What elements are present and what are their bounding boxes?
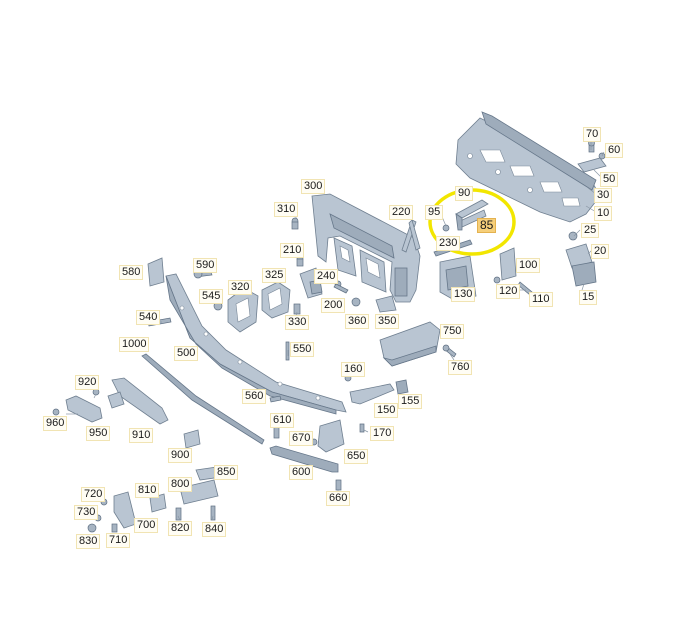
left-lower-parts <box>52 377 201 449</box>
label-30: 30 <box>594 188 613 203</box>
label-170: 170 <box>370 426 395 441</box>
label-920: 920 <box>75 375 100 390</box>
label-830: 830 <box>76 534 101 549</box>
label-545: 545 <box>199 289 224 304</box>
label-960: 960 <box>43 416 68 431</box>
absorber-750 <box>379 321 457 367</box>
bracket-85 <box>442 186 489 232</box>
label-320: 320 <box>228 280 253 295</box>
label-820: 820 <box>168 521 193 536</box>
label-325: 325 <box>262 268 287 283</box>
label-85: 85 <box>477 218 497 233</box>
label-610: 610 <box>270 413 295 428</box>
label-1000: 1000 <box>119 337 150 352</box>
label-760: 760 <box>448 360 473 375</box>
label-310: 310 <box>274 202 299 217</box>
label-540: 540 <box>136 310 161 325</box>
label-500: 500 <box>174 346 199 361</box>
label-670: 670 <box>289 431 314 446</box>
label-650: 650 <box>344 449 369 464</box>
bumper-carrier-500 <box>165 273 347 415</box>
label-160: 160 <box>341 362 366 377</box>
label-810: 810 <box>135 483 160 498</box>
radiator-support-frame <box>291 193 421 303</box>
label-210: 210 <box>280 243 305 258</box>
label-660: 660 <box>326 491 351 506</box>
label-850: 850 <box>214 465 239 480</box>
label-330: 330 <box>285 315 310 330</box>
label-10: 10 <box>594 206 613 221</box>
label-350: 350 <box>375 314 400 329</box>
label-230: 230 <box>436 236 461 251</box>
label-560: 560 <box>242 389 267 404</box>
center-lower-brackets <box>344 374 409 433</box>
label-840: 840 <box>202 522 227 537</box>
label-90: 90 <box>455 186 474 201</box>
label-900: 900 <box>168 448 193 463</box>
label-800: 800 <box>168 477 193 492</box>
label-300: 300 <box>301 179 326 194</box>
label-730: 730 <box>74 505 99 520</box>
label-360: 360 <box>345 314 370 329</box>
label-600: 600 <box>289 465 314 480</box>
label-95: 95 <box>425 205 444 220</box>
label-60: 60 <box>605 143 624 158</box>
label-150: 150 <box>374 403 399 418</box>
label-950: 950 <box>86 426 111 441</box>
label-240: 240 <box>314 269 339 284</box>
label-200: 200 <box>321 298 346 313</box>
label-590: 590 <box>193 258 218 273</box>
label-750: 750 <box>440 324 465 339</box>
label-110: 110 <box>529 292 553 307</box>
label-700: 700 <box>134 518 159 533</box>
label-550: 550 <box>290 342 315 357</box>
label-910: 910 <box>129 428 154 443</box>
label-155: 155 <box>398 394 423 409</box>
label-720: 720 <box>81 487 106 502</box>
label-120: 120 <box>496 284 521 299</box>
label-50: 50 <box>600 172 619 187</box>
lower-bar-1000 <box>141 353 265 445</box>
right-upper-clips <box>565 139 607 287</box>
stay-220 <box>401 219 473 257</box>
label-220: 220 <box>389 205 414 220</box>
label-580: 580 <box>119 265 144 280</box>
label-25: 25 <box>581 223 600 238</box>
lower-center-parts <box>269 395 345 453</box>
lower-bar-600 <box>269 445 342 491</box>
label-20: 20 <box>591 244 610 259</box>
label-130: 130 <box>451 287 476 302</box>
upper-cross-member <box>455 111 601 223</box>
label-70: 70 <box>583 127 602 142</box>
bolt-550 <box>285 341 290 361</box>
label-100: 100 <box>516 258 541 273</box>
label-15: 15 <box>579 290 598 305</box>
label-710: 710 <box>106 533 131 548</box>
